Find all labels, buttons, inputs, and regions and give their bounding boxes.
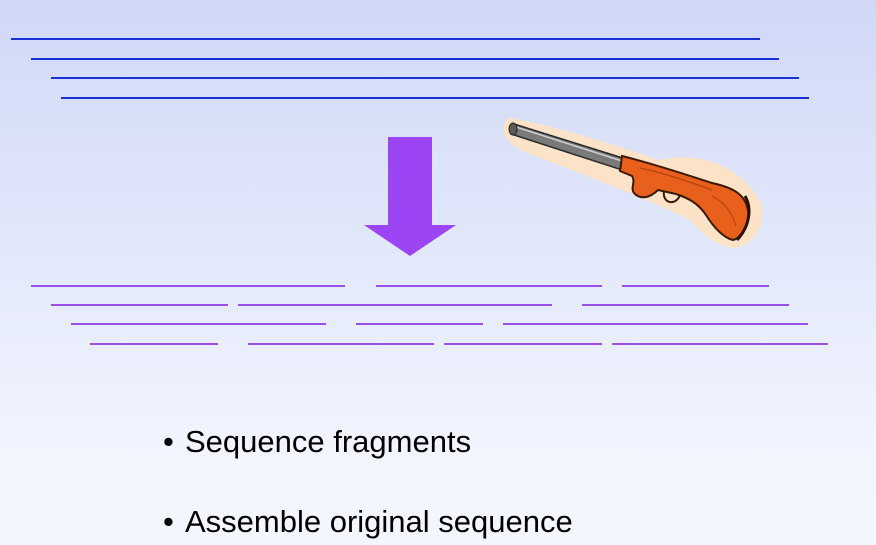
shotgun-barrel-highlight bbox=[515, 126, 623, 162]
bullet-list: • Sequence fragments • Assemble original… bbox=[163, 422, 863, 542]
bullet-text: Sequence fragments bbox=[185, 424, 472, 459]
shotgun-stock-grain bbox=[711, 195, 737, 227]
shotgun-muzzle bbox=[508, 122, 518, 136]
sequence-fragments bbox=[31, 285, 828, 345]
shotgun-stock bbox=[618, 154, 750, 242]
shotgun-stock-grain bbox=[639, 167, 713, 191]
down-arrow-icon bbox=[364, 137, 456, 256]
bullet-dot-icon: • bbox=[163, 424, 174, 459]
shotgun-butt-plate bbox=[735, 195, 751, 242]
shotgun-trigger-guard bbox=[662, 190, 681, 203]
original-sequences bbox=[11, 38, 809, 99]
shotgun-icon bbox=[503, 118, 763, 248]
bullet-dot-icon: • bbox=[163, 504, 174, 539]
bullet-text: Assemble original sequence bbox=[185, 504, 573, 539]
bullet-item: • Assemble original sequence bbox=[163, 502, 863, 542]
bullet-item: • Sequence fragments bbox=[163, 422, 863, 462]
